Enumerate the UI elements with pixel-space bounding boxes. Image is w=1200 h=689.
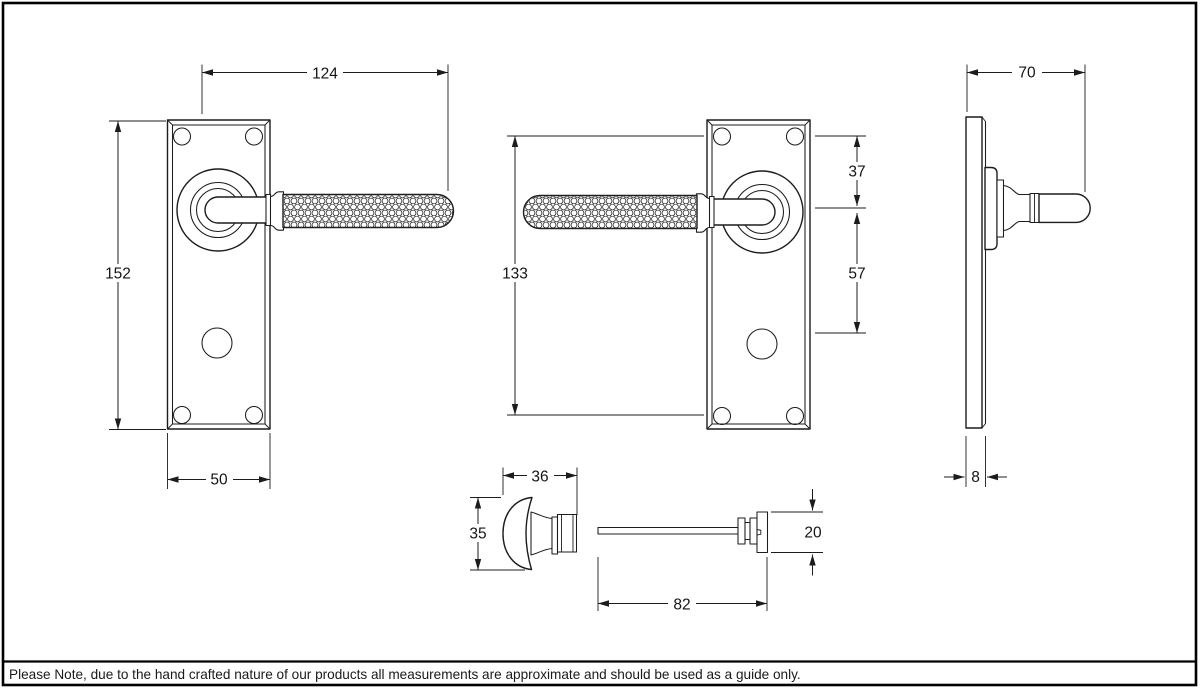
dim-label-133: 133 — [502, 266, 528, 283]
dim-label-152: 152 — [105, 266, 131, 283]
dim-thumbturn-length: 36 — [502, 467, 578, 515]
dim-plate-width: 50 — [167, 433, 271, 489]
label-background — [527, 467, 554, 485]
screw-hole-bottom-left — [172, 405, 192, 425]
dim-top-to-spindle: 37 — [815, 135, 869, 209]
screw-hole-top-right — [244, 127, 264, 146]
neck-taper-profile — [1002, 184, 1031, 232]
label-background — [846, 162, 869, 180]
screw-hole-top-left — [172, 127, 192, 146]
dim-spindle-length: 82 — [597, 557, 768, 614]
spindle-rod — [597, 526, 739, 535]
backplate-bevel — [711, 124, 806, 425]
label-background — [100, 264, 136, 282]
screw-hole-bottom-right — [785, 406, 805, 426]
label-background — [497, 264, 534, 282]
bevel-corner — [264, 423, 271, 430]
lever-collar-flare — [695, 193, 711, 233]
thumbturn-boss — [556, 513, 578, 553]
backplate — [706, 119, 811, 430]
bevel-corner — [981, 116, 986, 122]
dim-label-20: 20 — [804, 525, 822, 542]
spindle-washer-2 — [744, 521, 751, 541]
dim-label-35: 35 — [469, 526, 486, 543]
label-background — [846, 264, 869, 282]
note-text: Please Note, due to the hand crafted nat… — [9, 667, 801, 682]
thumbturn-wing — [502, 496, 533, 571]
lever-collar-flare — [269, 191, 285, 231]
label-background — [668, 595, 696, 613]
label-background — [206, 470, 233, 488]
dim-thumbturn-diameter: 35 — [464, 497, 525, 571]
bevel-corner — [804, 423, 811, 430]
dim-spindle-to-turn: 57 — [815, 213, 869, 334]
backplate-edge — [965, 116, 983, 429]
front-view-lever-right: 124 152 50 — [100, 64, 455, 489]
screw-hole-top-left — [712, 127, 732, 146]
side-view: 70 8 — [944, 63, 1091, 487]
label-background — [307, 64, 343, 82]
bevel-corner — [706, 423, 713, 430]
spindle-washer-1 — [737, 517, 746, 545]
bevel-corner — [981, 423, 986, 429]
bevel-corner — [706, 119, 713, 126]
dim-label-82: 82 — [673, 597, 690, 614]
spindle-washer-3 — [749, 517, 758, 545]
bevel-corner — [264, 119, 271, 126]
dim-label-37: 37 — [848, 164, 865, 181]
backplate-bevel — [171, 124, 266, 425]
label-background — [1012, 63, 1042, 81]
dim-plate-thickness: 8 — [944, 436, 1007, 487]
dim-fixing-centres: 133 — [497, 135, 704, 416]
dim-release-diameter: 20 — [771, 489, 823, 576]
rose-step-profile — [996, 179, 1005, 238]
label-background — [464, 524, 493, 542]
lever-grip-hammered-texture — [523, 195, 697, 229]
screw-hole-bottom-right — [244, 405, 264, 425]
screw-hole-top-right — [785, 127, 805, 146]
bevel-corner — [167, 423, 173, 430]
privacy-turn-hole — [746, 328, 778, 360]
lever-collar-ring — [265, 193, 272, 227]
grip-profile — [1038, 193, 1091, 224]
dim-label-36: 36 — [531, 469, 548, 486]
bevel-corner — [804, 119, 811, 126]
dim-lever-length: 124 — [201, 64, 449, 191]
thumbturn-neck — [530, 511, 553, 556]
lever-collar-ring — [708, 195, 715, 229]
dim-label-8: 8 — [971, 469, 980, 486]
dim-label-70: 70 — [1018, 65, 1036, 82]
bevel-corner — [167, 119, 173, 126]
dim-label-50: 50 — [210, 472, 228, 489]
thumbturn-flange — [551, 516, 559, 555]
lever-neck — [711, 198, 776, 226]
dim-label-57: 57 — [848, 266, 865, 283]
screw-hole-bottom-left — [712, 406, 732, 426]
coin-release-disc — [756, 511, 769, 554]
lever-grip-hammered-texture — [283, 194, 454, 228]
privacy-turn-hole — [201, 327, 233, 359]
dim-label-124: 124 — [312, 66, 338, 83]
front-view-lever-left: 133 37 57 — [497, 119, 869, 430]
dim-plate-height: 152 — [100, 120, 166, 430]
dim-projection: 70 — [966, 63, 1086, 192]
lever-neck — [204, 196, 269, 224]
rose-profile — [984, 166, 998, 251]
spindle-part: 20 82 — [597, 489, 823, 614]
thumbturn-part: 36 35 — [464, 467, 578, 571]
backplate — [166, 119, 271, 430]
coin-slot-notch — [756, 529, 762, 536]
